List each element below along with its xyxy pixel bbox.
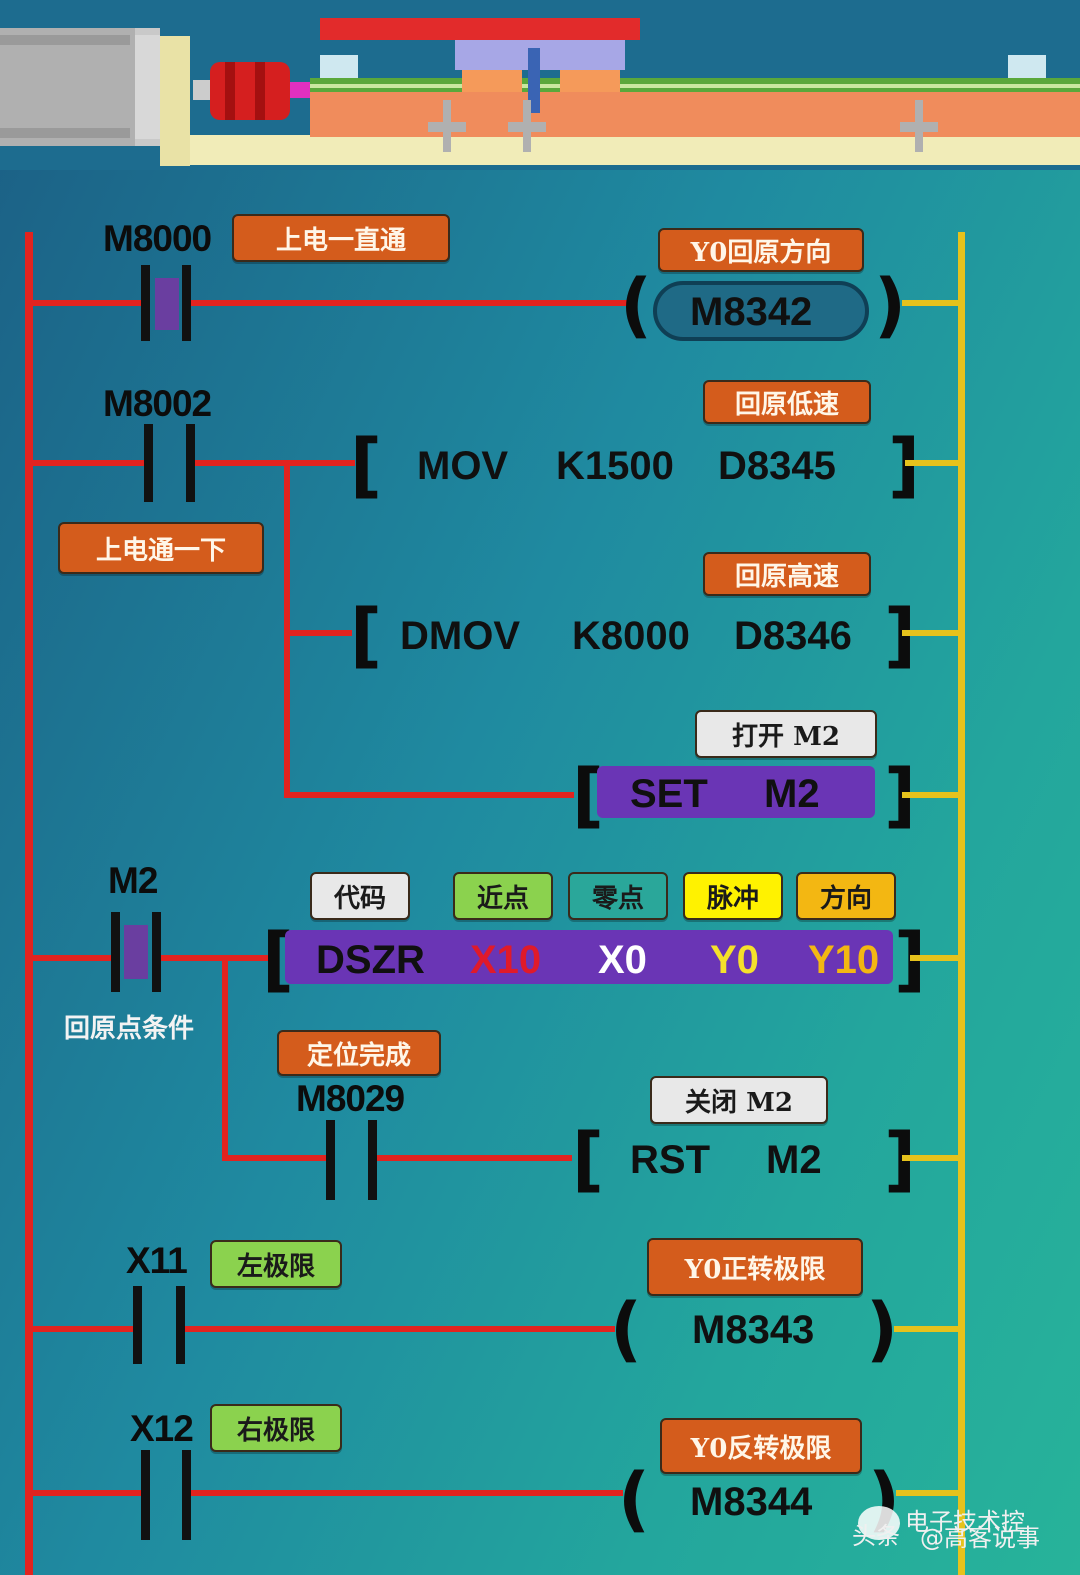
- contact-address: M8029: [296, 1078, 405, 1119]
- coil-left-paren: (: [620, 264, 652, 346]
- instruction-op: DMOV: [400, 614, 520, 658]
- neutral-wire: [902, 300, 958, 306]
- contact-address: M8000: [103, 218, 212, 259]
- wire: [284, 792, 574, 798]
- watermark-source: 头条: [852, 1522, 900, 1550]
- instruction-note-tag: 关闭 M2: [650, 1076, 828, 1124]
- wechat-icon: [858, 1506, 900, 1540]
- contact-note-tag: 上电一直通: [232, 214, 450, 262]
- instruction-op: MOV: [417, 444, 509, 488]
- contact-address: X12: [130, 1408, 194, 1449]
- wire: [33, 1326, 133, 1332]
- neutral-wire: [902, 792, 958, 798]
- instruction-dest: D8346: [734, 614, 852, 658]
- wire: [191, 300, 627, 306]
- wire: [222, 1155, 326, 1161]
- wire: [33, 1490, 141, 1496]
- instruction-left-bracket: [: [572, 1118, 604, 1200]
- instruction-left-bracket: [: [350, 594, 382, 676]
- no-contact-right-bar: [186, 424, 195, 502]
- wire: [377, 1155, 572, 1161]
- instruction-op: SET: [630, 772, 708, 816]
- contact-note-tag: 右极限: [210, 1404, 342, 1452]
- coil-left-paren: (: [618, 1458, 650, 1540]
- contact-address: X11: [126, 1240, 188, 1281]
- neutral-wire: [896, 1490, 958, 1496]
- operand-label-code: 代码: [310, 872, 410, 920]
- coil-energized-pill: [653, 281, 869, 341]
- contact-closed-indicator: [124, 925, 148, 979]
- no-contact-right-bar: [368, 1120, 377, 1200]
- neutral-wire: [905, 460, 958, 466]
- contact-note-tag: 上电通一下: [58, 522, 264, 574]
- contact-note-tag: 定位完成: [277, 1030, 441, 1076]
- coil-note-tag: Y0正转极限: [647, 1238, 863, 1296]
- coil-left-paren: (: [610, 1288, 642, 1370]
- no-contact-right-bar: [176, 1286, 185, 1364]
- wire: [195, 460, 355, 466]
- servo-slide-illustration: [0, 0, 1080, 170]
- neutral-wire: [894, 1326, 958, 1332]
- contact-address: M8002: [103, 383, 212, 424]
- contact-address: M2: [108, 860, 158, 901]
- coil-address: M8343: [692, 1308, 815, 1352]
- power-rail: [25, 232, 33, 1575]
- wire: [33, 955, 111, 961]
- instruction-active-band: [285, 930, 893, 984]
- instruction-note-tag: 打开 M2: [695, 710, 877, 758]
- coil-address: M8344: [690, 1480, 813, 1524]
- branch-wire: [284, 460, 290, 798]
- instruction-op: RST: [630, 1138, 710, 1182]
- operand-label-pulse: 脉冲: [683, 872, 783, 920]
- wire: [161, 955, 271, 961]
- neutral-rail: [958, 232, 965, 1575]
- operand-zero-point: X0: [598, 938, 647, 982]
- coil-right-paren: ): [866, 1288, 898, 1370]
- neutral-wire: [902, 1155, 958, 1161]
- wire: [185, 1326, 615, 1332]
- neutral-wire: [902, 630, 958, 636]
- instruction-dest: D8345: [718, 444, 836, 488]
- no-contact-left-bar: [133, 1286, 142, 1364]
- contact-closed-indicator: [155, 278, 179, 330]
- wire: [33, 460, 144, 466]
- wire: [191, 1490, 623, 1496]
- no-contact-left-bar: [141, 1450, 150, 1540]
- instruction-op: DSZR: [316, 938, 425, 982]
- coil-note-tag: Y0回原方向: [658, 228, 864, 272]
- no-contact-left-bar: [144, 424, 153, 502]
- operand-pulse: Y0: [710, 938, 759, 982]
- no-contact-right-bar: [182, 1450, 191, 1540]
- coil-note-tag: Y0反转极限: [660, 1418, 862, 1474]
- contact-note-tag: 左极限: [210, 1240, 342, 1288]
- no-contact-right-bar: [182, 265, 191, 341]
- no-contact-left-bar: [326, 1120, 335, 1200]
- contact-note-label: 回原点条件: [63, 1013, 194, 1044]
- instruction-note-tag: 回原低速: [703, 380, 871, 424]
- operand-direction: Y10: [808, 938, 880, 982]
- coil-right-paren: ): [874, 264, 906, 346]
- operand-near-point: X10: [470, 938, 542, 982]
- instruction-source: K8000: [572, 614, 690, 658]
- instruction-device: M2: [764, 772, 820, 816]
- instruction-note-tag: 回原高速: [703, 552, 871, 596]
- wire: [284, 630, 352, 636]
- instruction-active-band: [597, 766, 875, 818]
- instruction-device: M2: [766, 1138, 822, 1182]
- no-contact-left-bar: [141, 265, 150, 341]
- branch-wire: [222, 955, 228, 1161]
- neutral-wire: [910, 955, 958, 961]
- watermark-channel: 电子技术控: [905, 1508, 1025, 1536]
- coil-address: M8342: [690, 290, 813, 334]
- operand-label-near-point: 近点: [453, 872, 553, 920]
- no-contact-left-bar: [111, 912, 120, 992]
- no-contact-right-bar: [152, 912, 161, 992]
- operand-label-zero-point: 零点: [568, 872, 668, 920]
- instruction-left-bracket: [: [350, 424, 382, 506]
- operand-label-direction: 方向: [796, 872, 896, 920]
- wire: [33, 300, 141, 306]
- instruction-source: K1500: [556, 444, 674, 488]
- watermark-author: @高客说事: [920, 1524, 1040, 1552]
